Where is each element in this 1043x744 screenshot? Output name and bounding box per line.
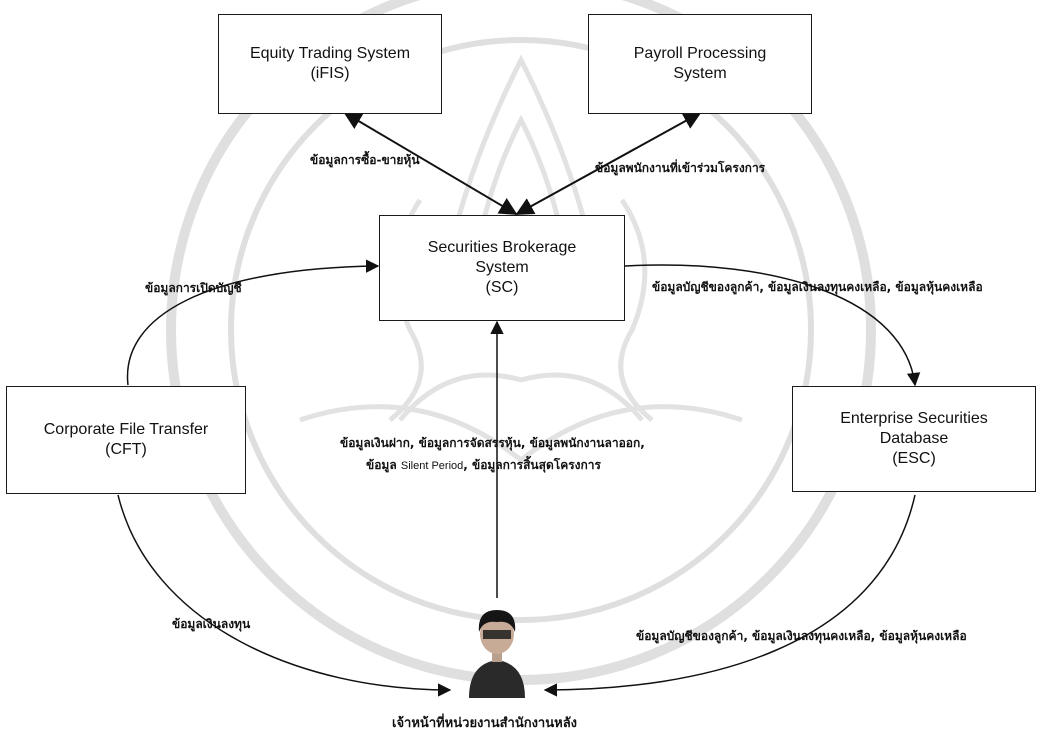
edge-label-part: , ข้อมูลการสิ้นสุดโครงการ xyxy=(463,458,601,472)
node-label: (ESC) xyxy=(892,450,936,467)
node-label: Enterprise Securities xyxy=(840,410,988,427)
edge-payroll-sc xyxy=(515,112,702,215)
node-label: (iFIS) xyxy=(310,65,350,82)
edge-cft-sc xyxy=(126,259,380,386)
edge-cft-user xyxy=(117,494,452,697)
node-label: Payroll Processing xyxy=(633,45,767,62)
edge-label-part: ข้อมูล xyxy=(366,458,397,472)
edge-sc-esc xyxy=(624,264,921,387)
edge-label-payroll-sc: ข้อมูลพนักงานที่เข้าร่วมโครงการ xyxy=(595,161,766,175)
node-label: Securities Brokerage xyxy=(427,239,577,256)
edge-label-cft-sc: ข้อมูลการเปิดบัญชี xyxy=(145,281,242,295)
edge-label-part: Silent Period xyxy=(400,460,464,472)
node-label: (SC) xyxy=(485,279,519,296)
user-icon xyxy=(469,610,525,698)
node-label: Database xyxy=(879,430,949,447)
node-label: Corporate File Transfer xyxy=(43,421,209,438)
node-equity-trading-system: Equity Trading System (iFIS) xyxy=(218,14,442,114)
node-label: (CFT) xyxy=(105,441,147,458)
user-label: เจ้าหน้าที่หน่วยงานสำนักงานหลัง xyxy=(392,716,578,731)
node-label: System xyxy=(475,259,529,276)
edge-label-equity-sc: ข้อมูลการซื้อ-ขายหุ้น xyxy=(310,153,420,167)
node-payroll-processing-system: Payroll Processing System xyxy=(588,14,812,114)
edge-esc-user xyxy=(543,494,916,697)
edge-equity-sc xyxy=(343,112,518,215)
node-label: System xyxy=(673,65,727,82)
edge-label-user-sc-line2: ข้อมูล Silent Period, ข้อมูลการสิ้นสุดโค… xyxy=(366,457,601,474)
edge-label-user-sc-line1: ข้อมูลเงินฝาก, ข้อมูลการจัดสรรหุ้น, ข้อม… xyxy=(340,436,645,450)
node-label: Equity Trading System xyxy=(249,45,411,62)
node-corporate-file-transfer: Corporate File Transfer (CFT) xyxy=(6,386,246,494)
edge-label-sc-esc: ข้อมูลบัญชีของลูกค้า, ข้อมูลเงินลงทุนคงเ… xyxy=(652,280,983,294)
node-securities-brokerage-system: Securities Brokerage System (SC) xyxy=(379,215,625,321)
node-enterprise-securities-database: Enterprise Securities Database (ESC) xyxy=(792,386,1036,492)
edge-label-esc-user: ข้อมูลบัญชีของลูกค้า, ข้อมูลเงินลงทุนคงเ… xyxy=(636,629,967,643)
edge-label-cft-user: ข้อมูลเงินลงทุน xyxy=(172,617,251,631)
